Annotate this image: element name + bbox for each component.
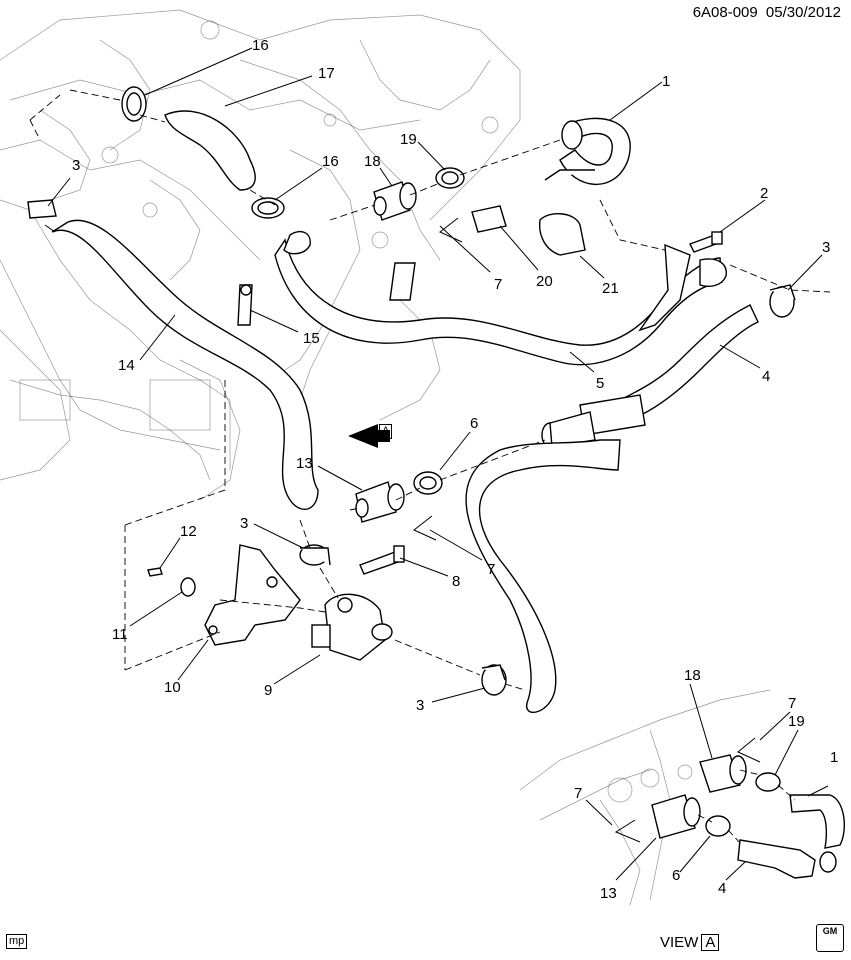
hose-17 <box>164 110 256 191</box>
inset-clamp-19 <box>755 772 781 792</box>
connector-13 <box>355 481 405 523</box>
callout-inset-7-left: 7 <box>574 785 582 802</box>
callout-5: 5 <box>596 375 604 392</box>
inset-clamp-6 <box>705 815 731 837</box>
callout-inset-13: 13 <box>600 885 617 902</box>
clamp-16-middle <box>251 197 285 219</box>
callout-16-second: 16 <box>322 153 339 170</box>
connector-18 <box>373 181 417 221</box>
inset-clip-7b <box>614 819 641 843</box>
callout-2: 2 <box>760 185 768 202</box>
callout-19: 19 <box>400 131 417 148</box>
callout-15: 15 <box>303 330 320 347</box>
clamp-3-bottom <box>481 664 507 696</box>
clamp-3-middle <box>299 544 331 566</box>
clamp-16-top <box>121 86 147 122</box>
callout-11: 11 <box>112 626 128 643</box>
callout-6: 6 <box>470 415 478 432</box>
callout-3-top: 3 <box>72 157 80 174</box>
view-arrow-letter: A <box>379 424 393 439</box>
clamp-3-top <box>27 199 57 219</box>
callout-4: 4 <box>762 368 770 385</box>
callout-inset-6: 6 <box>672 867 680 884</box>
pump-9 <box>311 593 393 661</box>
gm-logo-text: GM <box>822 926 838 936</box>
clip-7-top <box>439 217 463 243</box>
callout-3-middle: 3 <box>240 515 248 532</box>
clamp-6 <box>413 471 443 495</box>
corner-tag: mp <box>6 934 28 949</box>
callout-inset-4: 4 <box>718 880 726 897</box>
callout-3-right: 3 <box>822 239 830 256</box>
callout-16: 16 <box>252 37 269 54</box>
bolt-2 <box>689 231 723 253</box>
hose-14 <box>44 219 319 510</box>
assembly-lines <box>29 89 831 846</box>
callout-inset-7-top: 7 <box>788 695 796 712</box>
drawing-reference: 6A08-009 05/30/2012 <box>693 4 841 21</box>
inset-connector-18 <box>699 754 747 793</box>
hose-5 <box>274 230 727 366</box>
part-20 <box>471 205 507 233</box>
drawing-id: 6A08-009 <box>692 4 758 21</box>
callout-10: 10 <box>164 679 181 696</box>
inset-background <box>519 689 771 906</box>
sensor-15 <box>237 284 253 326</box>
gm-logo: GM <box>816 924 844 952</box>
callout-1: 1 <box>662 73 670 90</box>
inset-clip-7a <box>737 737 761 763</box>
callout-3-bottom: 3 <box>416 697 424 714</box>
callout-17: 17 <box>318 65 335 82</box>
view-label-text: VIEW <box>660 934 699 951</box>
drawing-date: 05/30/2012 <box>765 4 841 21</box>
part-21 <box>538 213 586 256</box>
clamp-19 <box>435 167 465 189</box>
callout-13: 13 <box>296 455 313 472</box>
callout-9: 9 <box>264 682 272 699</box>
callout-20: 20 <box>536 273 553 290</box>
callouts: 16 17 1 16 18 19 3 2 3 7 20 21 15 14 5 4… <box>72 37 838 902</box>
inset-hose-4 <box>737 839 837 879</box>
callout-7-middle: 7 <box>487 561 495 578</box>
inset-connector-13 <box>651 794 701 839</box>
callout-18: 18 <box>364 153 381 170</box>
callout-21: 21 <box>602 280 619 297</box>
callout-14: 14 <box>118 357 135 374</box>
bolt-12 <box>147 567 163 577</box>
callout-inset-18: 18 <box>684 667 701 684</box>
bushing-11 <box>180 577 196 597</box>
bracket-10 <box>204 544 301 646</box>
callout-inset-19: 19 <box>788 713 805 730</box>
callout-8: 8 <box>452 573 460 590</box>
callout-7-top: 7 <box>494 276 502 293</box>
engine-background <box>0 9 521 501</box>
view-label-letter: A <box>701 934 720 951</box>
inset-hose-1 <box>789 794 846 849</box>
hose-1 <box>544 117 631 186</box>
bolt-8 <box>359 545 405 575</box>
leader-lines <box>47 47 829 881</box>
hose-4 <box>465 304 759 713</box>
callout-12: 12 <box>180 523 197 540</box>
clip-7-middle <box>413 515 437 541</box>
callout-inset-1: 1 <box>830 749 838 766</box>
